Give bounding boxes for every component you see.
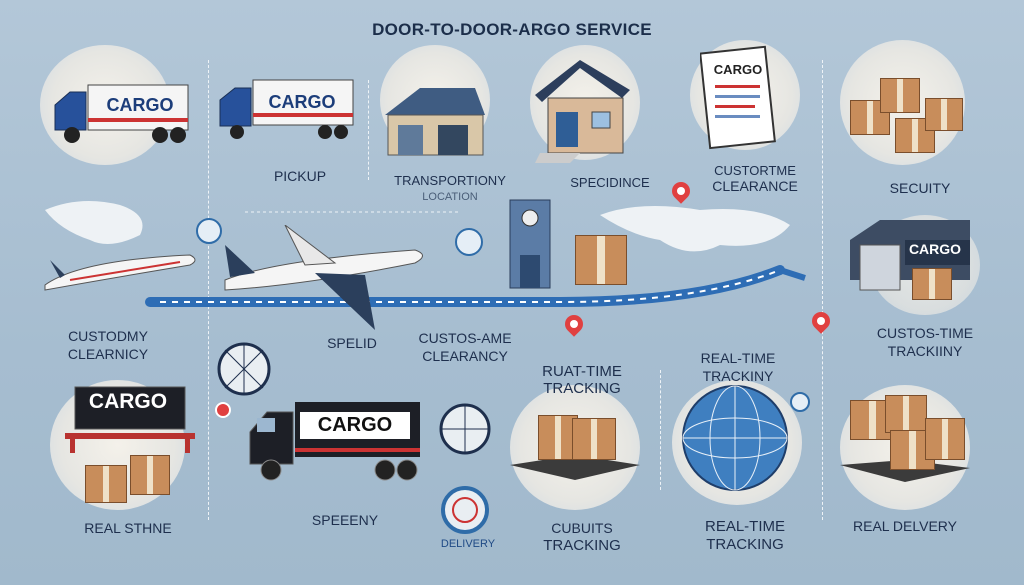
label-clearance-2: CLEARNICY <box>67 346 149 362</box>
cargo-warehouse-icon <box>850 220 970 291</box>
label-customs-3: CUSTOS-AME <box>418 330 512 346</box>
cargo-label: CARGO <box>106 95 174 115</box>
box-icon <box>925 418 965 460</box>
box-icon <box>538 415 578 460</box>
label-clearance-3: CLEARANCY <box>422 348 508 364</box>
pallet-icon <box>510 455 640 480</box>
label-customs-2: CUSTODMY <box>68 328 148 344</box>
box-icon <box>130 455 170 495</box>
alert-icon <box>215 402 231 418</box>
box-icon <box>572 418 616 460</box>
label-tracking-4: CUBUITS <box>551 520 613 536</box>
label-tracking-2b: TRACKINY <box>702 368 774 384</box>
warehouse-cargo-label: CARGO <box>908 241 962 257</box>
label-security: SECUITY <box>889 180 951 196</box>
label-tracking-3: CUSTOS-TIME <box>876 325 974 341</box>
label-customs-1: CUSTORTME <box>714 163 796 178</box>
box-icon <box>925 98 963 131</box>
airplane-icon <box>44 254 196 291</box>
label-tracking-1b: TRACKING <box>543 380 621 397</box>
label-tracking-4b: TRACKING <box>543 537 621 554</box>
label-speedy: SPEEENY <box>311 512 379 528</box>
lock-icon <box>790 392 810 412</box>
label-tracking-5b: TRACKING <box>706 536 784 553</box>
divider <box>822 60 823 520</box>
divider <box>368 80 369 180</box>
label-specidince: SPECIDINCE <box>570 175 650 190</box>
document-cargo-label: CARGO <box>713 62 763 77</box>
box-icon <box>880 78 920 113</box>
customs-building-icon <box>509 199 551 289</box>
delivery-gauge-icon <box>441 486 489 534</box>
target-clock-icon <box>439 403 491 455</box>
cargo-sign-icon <box>65 386 195 453</box>
warehouse-icon <box>385 88 485 156</box>
label-tracking-1: RUAT-TIME <box>542 363 622 380</box>
truck-cargo-label: CARGO <box>300 412 410 439</box>
cargo-label: CARGO <box>268 92 336 112</box>
box-icon <box>575 235 627 285</box>
label-tracking-5: REAL-TIME <box>704 518 786 535</box>
label-real-time: REAL STHNE <box>84 520 172 536</box>
label-delivery: DELIVERY <box>440 538 496 550</box>
label-real-delivery: REAL DELVERY <box>852 518 958 534</box>
compass-icon <box>196 218 222 244</box>
route-map <box>45 201 806 307</box>
box-icon <box>885 395 927 433</box>
box-icon <box>912 268 952 300</box>
label-pickup: PICKUP <box>273 168 327 184</box>
label-tracking-3b: TRACKIINY <box>887 343 963 359</box>
cargo-truck-icon <box>54 84 189 143</box>
sign-cargo-label: CARGO <box>88 390 168 413</box>
cargo-truck-icon <box>219 79 354 139</box>
clock-icon <box>455 228 483 256</box>
house-icon <box>535 60 630 163</box>
divider <box>208 60 209 520</box>
customs-document-icon <box>700 45 776 150</box>
label-speed: SPELID <box>327 335 377 351</box>
airplane-icon <box>224 225 423 330</box>
label-tracking-2: REAL-TIME <box>700 350 776 366</box>
pallet-icon <box>840 460 970 482</box>
divider <box>660 370 661 490</box>
label-location: LOCATION <box>422 191 478 203</box>
label-clearance-1: CLEARANCE <box>712 178 798 194</box>
page-title: DOOR-TO-DOOR-ARGO SERVICE <box>372 20 652 39</box>
compass-icon <box>217 342 271 396</box>
box-icon <box>85 465 127 503</box>
label-transportation: TRANSPORTIONY <box>394 173 506 188</box>
globe-icon <box>682 385 788 491</box>
